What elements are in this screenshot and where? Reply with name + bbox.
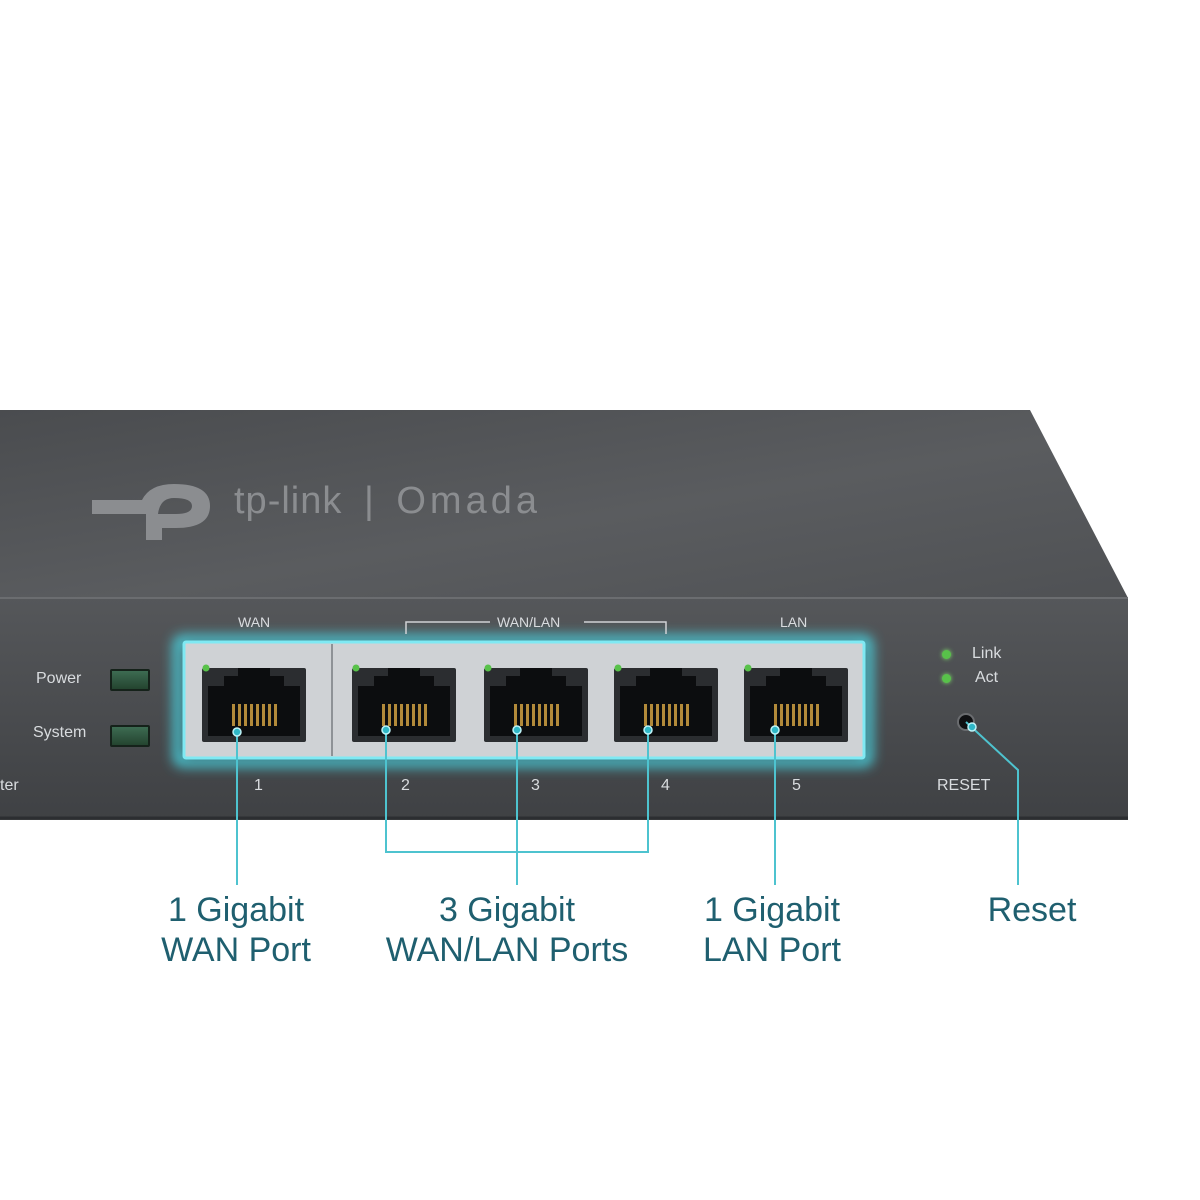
tp-link-logo-icon (92, 484, 210, 540)
rj45-port-5[interactable] (744, 664, 848, 743)
wan-port-callout-line2: WAN Port (161, 931, 311, 969)
wan-port-callout-line1: 1 Gigabit (167, 891, 305, 929)
reset-label: RESET (937, 777, 991, 794)
link-legend-label: Link (972, 645, 1002, 662)
callout-lines (236, 721, 1019, 885)
chassis-top (0, 410, 1128, 598)
port-led-2 (352, 664, 360, 672)
brand-name: tp-link (234, 480, 343, 522)
wan-port-callout: 1 Gigabit WAN Port (130, 890, 342, 970)
rj45-port-1[interactable] (202, 664, 306, 743)
power-led-label: Power (36, 670, 82, 687)
port-number-4: 4 (661, 777, 670, 794)
port-number-5: 5 (792, 777, 801, 794)
brand-logo-text: tp-link | Omada (234, 480, 541, 523)
system-led-label: System (33, 724, 87, 741)
reset-callout: Reset (960, 890, 1104, 930)
power-led (110, 669, 150, 691)
product-name: Omada (396, 480, 541, 522)
lan-port-callout-line1: 1 Gigabit (703, 891, 841, 929)
port-led-3 (484, 664, 492, 672)
wan-lan-ports-callout-line1: 3 Gigabit (438, 891, 576, 929)
logo-separator: | (363, 480, 375, 522)
port-led-1 (202, 664, 210, 672)
port-number-3: 3 (531, 777, 540, 794)
lan-group-label: LAN (780, 614, 808, 630)
rj45-port-2[interactable] (352, 664, 456, 743)
wan-lan-ports-callout: 3 Gigabit WAN/LAN Ports (365, 890, 649, 970)
rj45-port-3[interactable] (484, 664, 588, 743)
port-number-1: 1 (254, 777, 263, 794)
model-text-fragment: ter (0, 777, 19, 794)
rj45-port-4[interactable] (614, 664, 718, 743)
act-indicator (942, 674, 951, 683)
port-led-5 (744, 664, 752, 672)
system-led (110, 725, 150, 747)
reset-callout-line1: Reset (987, 891, 1077, 929)
link-indicator (942, 650, 951, 659)
wan-lan-group-label: WAN/LAN (497, 614, 561, 630)
lan-port-callout-line2: LAN Port (703, 931, 841, 969)
wan-lan-ports-callout-line2: WAN/LAN Ports (385, 931, 629, 969)
port-led-4 (614, 664, 622, 672)
port-number-2: 2 (401, 777, 410, 794)
lan-port-callout: 1 Gigabit LAN Port (672, 890, 872, 970)
wan-group-label: WAN (238, 614, 271, 630)
act-legend-label: Act (975, 669, 999, 686)
